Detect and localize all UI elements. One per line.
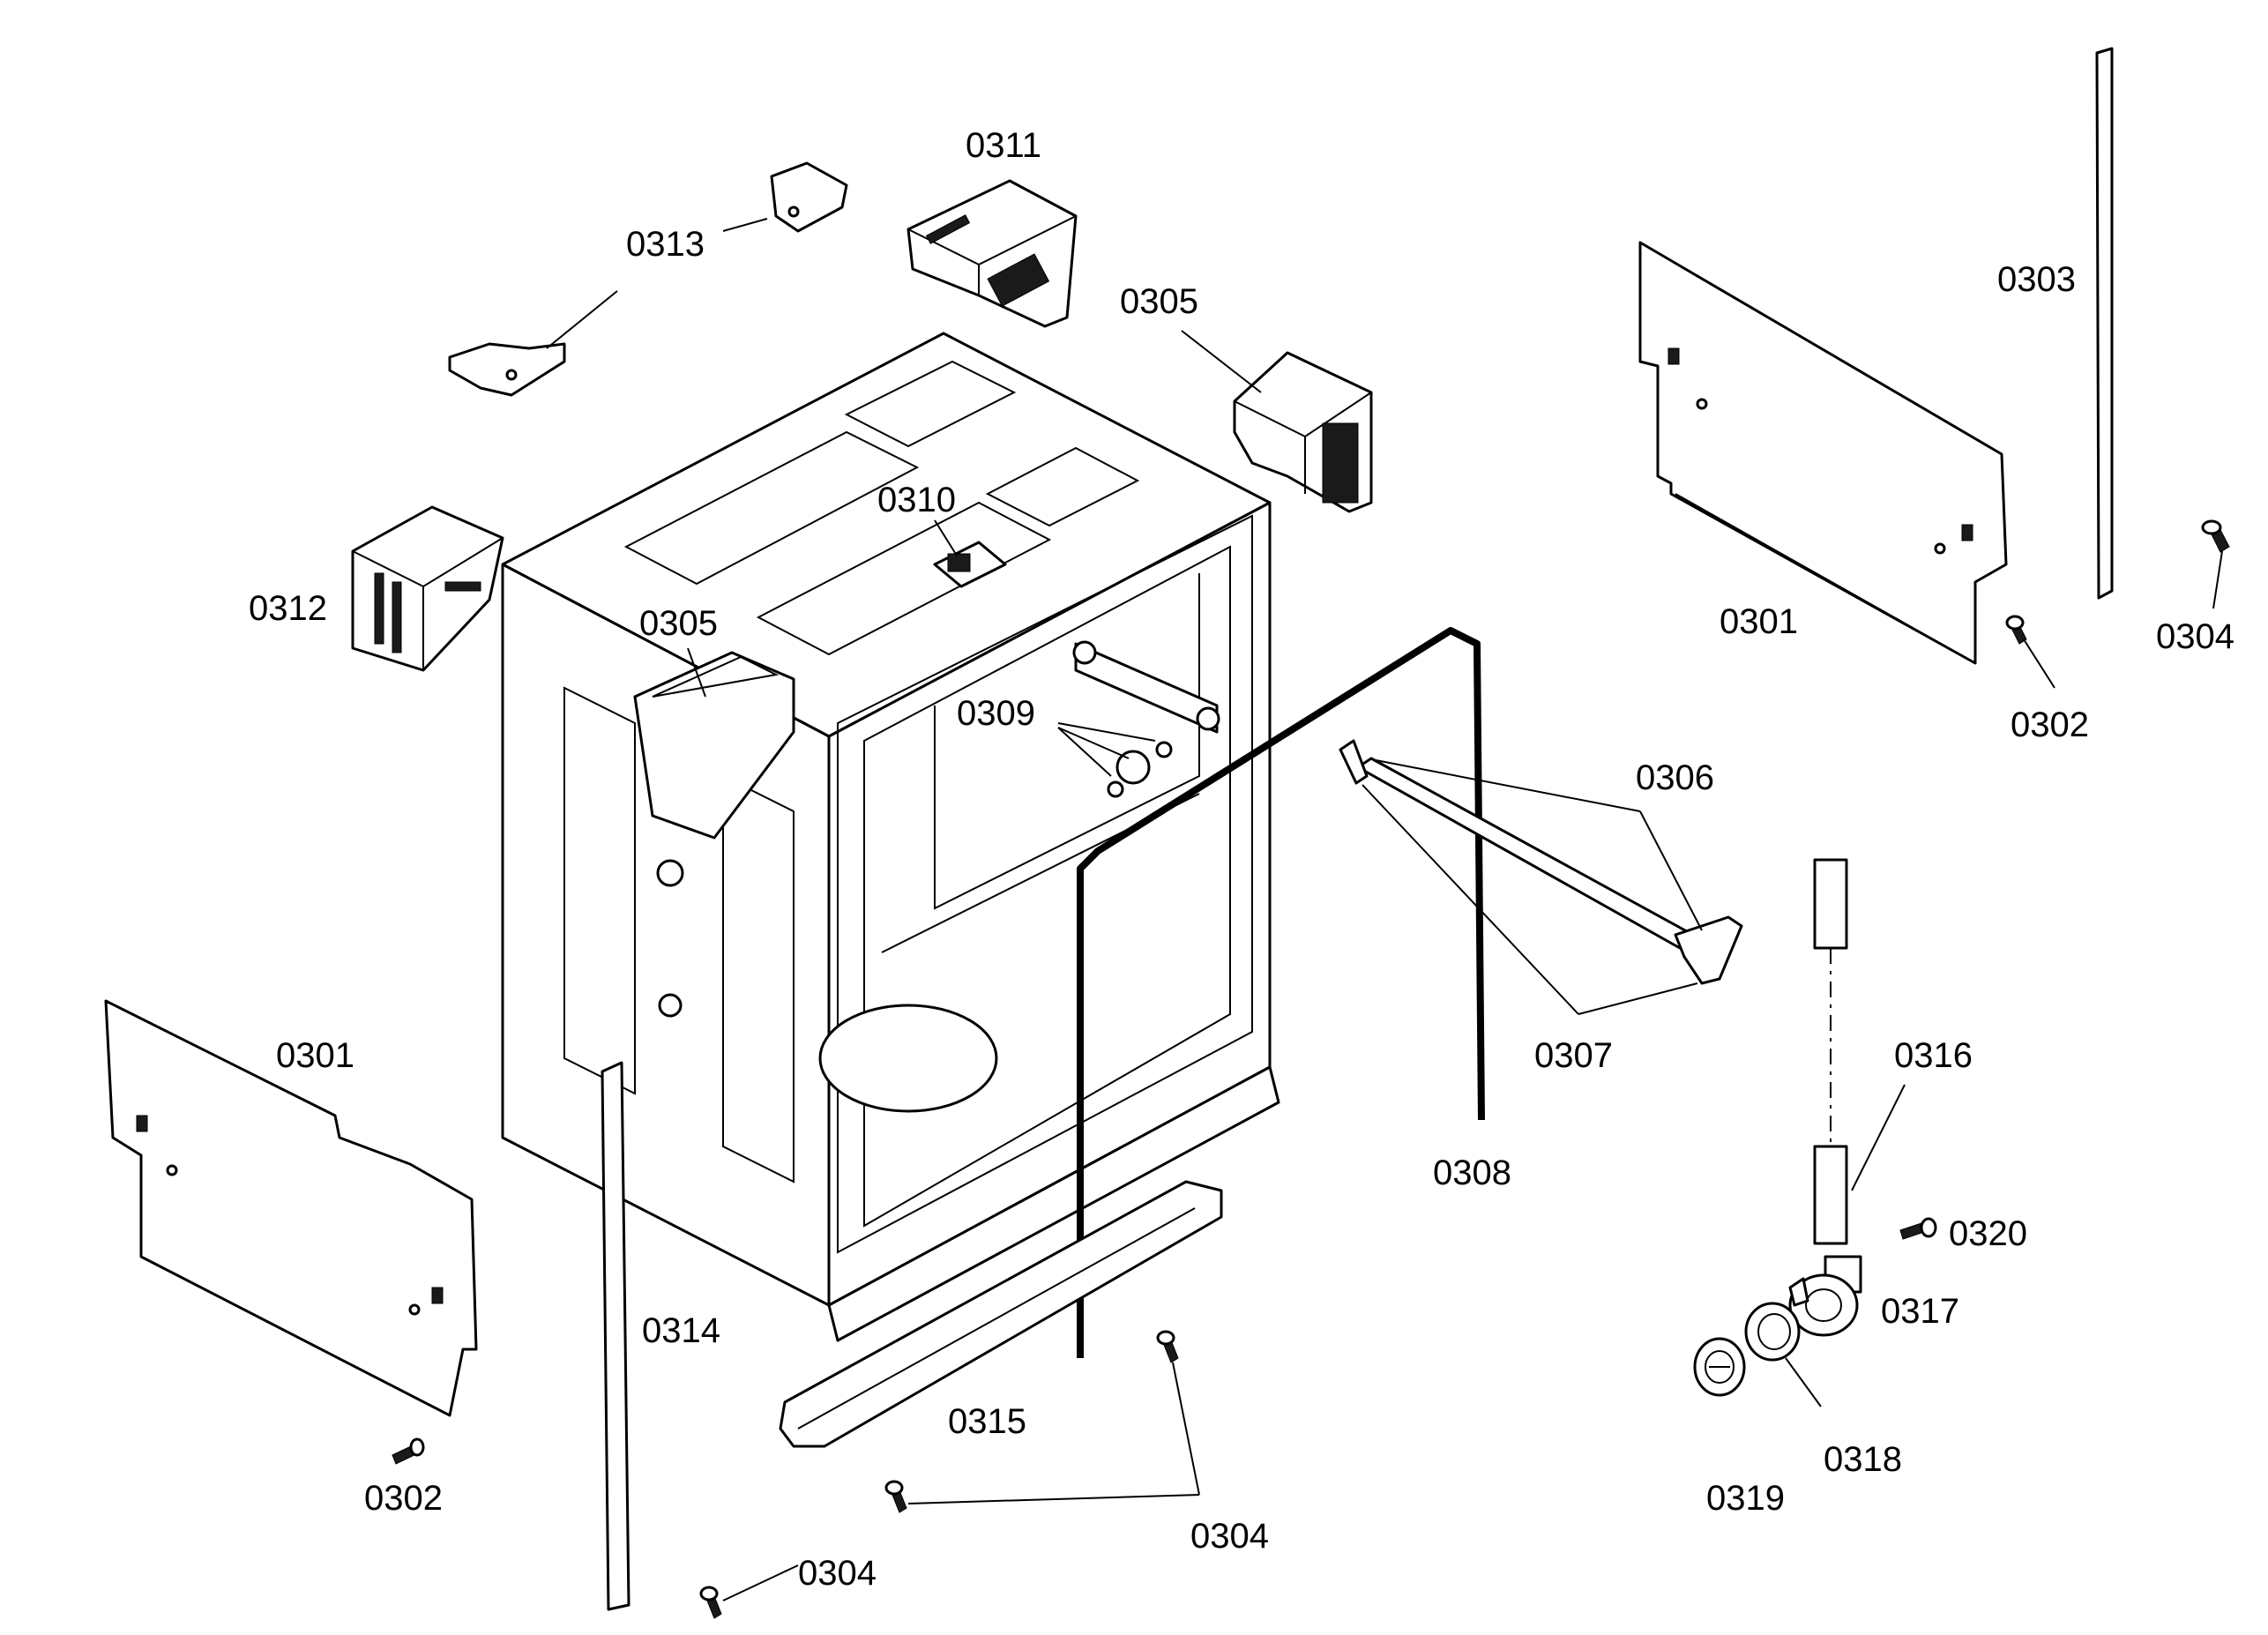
- drain-hose: [1813, 858, 1848, 1245]
- label-0314: 0314: [642, 1311, 720, 1350]
- label-0307: 0307: [1534, 1036, 1613, 1075]
- label-0304-lower: 0304: [1190, 1517, 1269, 1556]
- lower-seal-strip: [601, 1061, 630, 1611]
- left-box-part: [351, 505, 504, 672]
- label-0311: 0311: [966, 126, 1041, 165]
- side-bracket-on-tub: [633, 651, 795, 840]
- drain-cap: [1693, 1337, 1746, 1397]
- screw-0302-left: [392, 1437, 425, 1465]
- label-0312: 0312: [249, 589, 327, 628]
- right-box-part: [1233, 351, 1373, 513]
- screw-0304-right: [2201, 519, 2230, 553]
- vertical-seal-strip: [2095, 47, 2114, 600]
- label-0319: 0319: [1706, 1479, 1785, 1518]
- label-0302-right: 0302: [2011, 706, 2089, 744]
- label-0318: 0318: [1824, 1440, 1902, 1479]
- label-0316: 0316: [1894, 1036, 1973, 1075]
- label-0305-mid: 0305: [639, 604, 718, 643]
- right-side-panel: [1638, 241, 2008, 665]
- door-arm: [1339, 739, 1743, 985]
- label-0309: 0309: [957, 694, 1035, 733]
- leader-lines: [546, 218, 2223, 1601]
- bottom-rail: [779, 1180, 1223, 1448]
- label-0301-left: 0301: [276, 1036, 354, 1075]
- top-clip-part: [933, 541, 1007, 588]
- sealing-ring: [1744, 1302, 1801, 1362]
- label-0302-left: 0302: [364, 1479, 443, 1518]
- label-0317: 0317: [1881, 1292, 1959, 1331]
- part-labels: 0311 0313 0305 0303 0310 0312 0305 0301 …: [249, 126, 2234, 1593]
- label-0306: 0306: [1636, 758, 1714, 797]
- label-0301-right: 0301: [1720, 602, 1798, 641]
- label-0315: 0315: [948, 1402, 1026, 1441]
- label-0310: 0310: [877, 481, 956, 519]
- left-side-panel: [104, 999, 478, 1417]
- screw-0304-lower-right: [1156, 1330, 1179, 1363]
- screw-0304-bottom: [699, 1586, 722, 1619]
- label-0305-top: 0305: [1120, 282, 1198, 321]
- door-gasket-loop: [1077, 627, 1485, 1358]
- screw-0320: [1899, 1217, 1937, 1240]
- label-0303: 0303: [1997, 260, 2076, 299]
- screw-0304-lower-mid: [884, 1480, 907, 1513]
- elbow-fitting: [1788, 1255, 1862, 1337]
- bracket-plate-upper: [770, 161, 848, 233]
- label-0308: 0308: [1433, 1153, 1511, 1192]
- label-0320: 0320: [1949, 1214, 2027, 1253]
- label-0304-right: 0304: [2156, 617, 2234, 656]
- top-box-part: [906, 179, 1078, 328]
- bracket-plate-lower: [448, 342, 566, 397]
- hinge-bracket-part: [1072, 640, 1220, 798]
- label-0313: 0313: [626, 225, 705, 264]
- screw-0302-right: [2005, 615, 2027, 645]
- label-0304-bottom: 0304: [798, 1554, 877, 1593]
